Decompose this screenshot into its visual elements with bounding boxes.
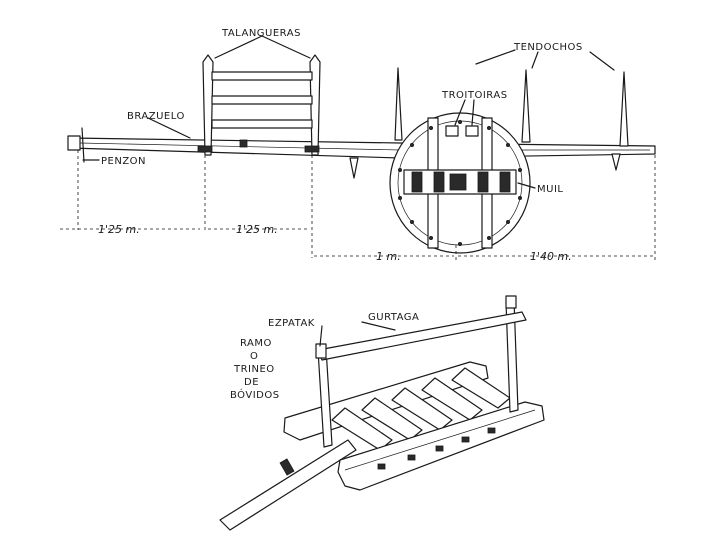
cart-wheel xyxy=(389,112,531,254)
label-penzon: PENZON xyxy=(101,156,146,167)
label-sled-line-3: TRINEO xyxy=(233,364,275,375)
sled-slats xyxy=(331,367,511,451)
gurtaga-bar xyxy=(317,311,527,361)
dimension-2: 1'25 m. xyxy=(236,223,278,236)
label-troitoiras: TROITOIRAS xyxy=(441,90,508,101)
label-sled-line-2: O xyxy=(250,351,258,362)
label-talangueras: TALANGUERAS xyxy=(221,28,301,39)
ox-cart-side-view xyxy=(60,35,656,260)
label-sled-line-1: RAMO xyxy=(240,338,272,349)
penzon-peg xyxy=(67,135,81,151)
dimension-3: 1 m. xyxy=(376,250,401,263)
tendochos-stakes xyxy=(349,67,629,179)
dimension-4: 1'40 m. xyxy=(530,250,572,263)
label-sled-line-5: BÓVIDOS xyxy=(230,388,280,401)
sled-pole xyxy=(219,439,357,531)
label-gurtaga: GURTAGA xyxy=(368,312,419,323)
ox-sled-drawing xyxy=(219,295,545,531)
label-tendochos: TENDOCHOS xyxy=(513,42,583,53)
dimension-1: 1'25 m. xyxy=(98,223,140,236)
main-beam xyxy=(69,137,656,159)
label-muil: MUIL xyxy=(537,184,563,195)
label-ezpatak: EZPATAK xyxy=(268,318,315,329)
label-brazuelo: BRAZUELO xyxy=(127,111,185,122)
talangueras-fence xyxy=(197,54,321,156)
label-sled-line-4: DE xyxy=(244,377,259,388)
